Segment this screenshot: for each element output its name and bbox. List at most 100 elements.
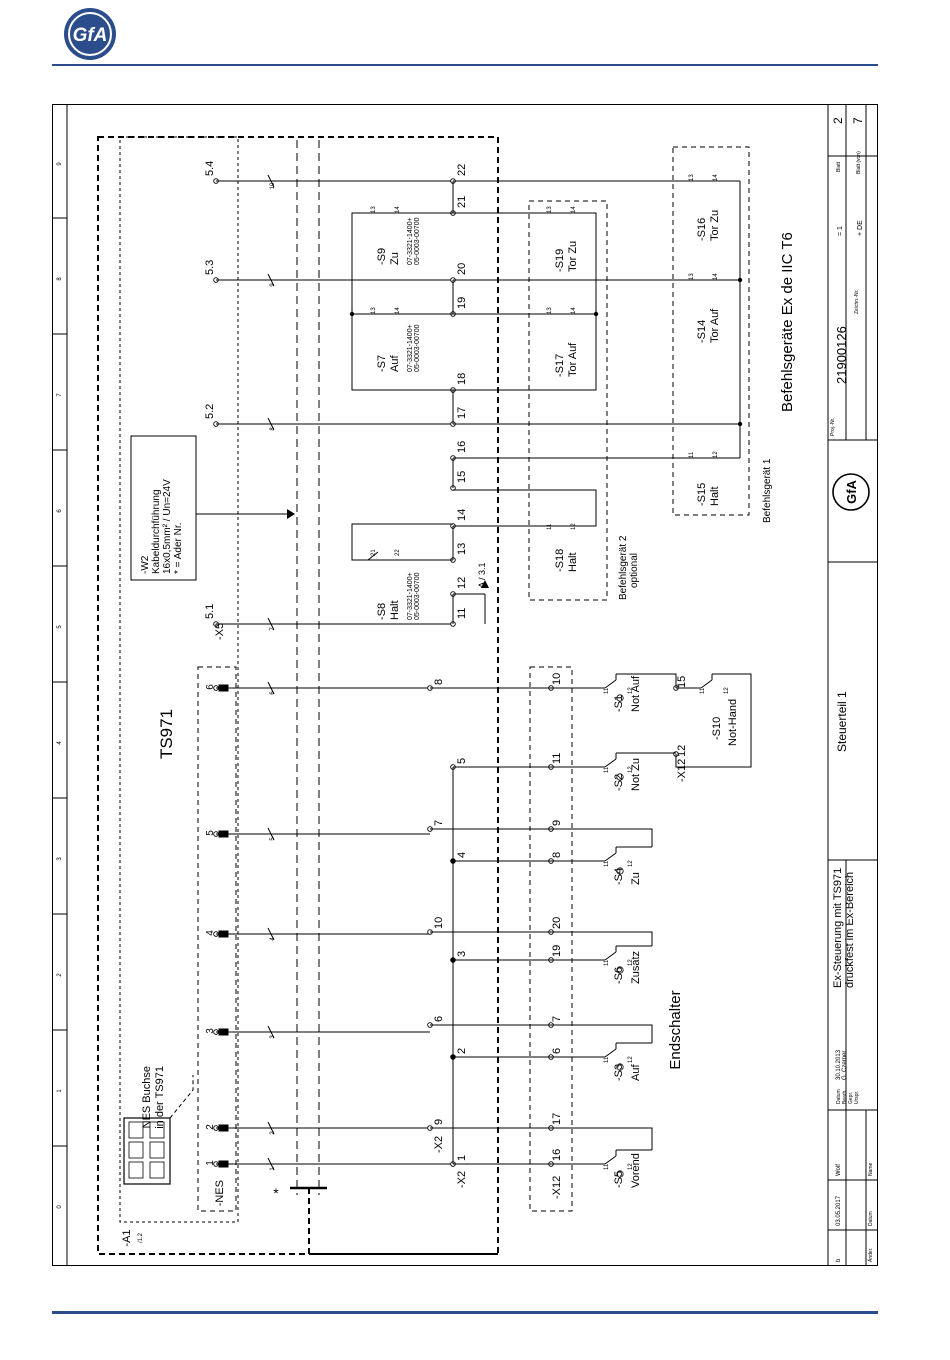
nes-pin-number: 6: [205, 684, 216, 690]
limit-switch-tag: -S5: [613, 1171, 625, 1188]
x12-term-label: 10: [551, 673, 563, 685]
contact-number: 12: [628, 766, 634, 773]
wire-number: 5: [270, 837, 276, 841]
roller-icon: [616, 1170, 624, 1178]
ex-button-tag: -S8: [376, 603, 388, 620]
grid-index: 6: [57, 509, 63, 513]
x2-term-label: 10: [433, 917, 445, 929]
x2-term-label: 15: [456, 471, 468, 483]
frame-befehl1: [672, 146, 750, 516]
roller-icon: [616, 773, 624, 781]
x2-term-label: 20: [456, 263, 468, 275]
nes-tag: -NES: [214, 1180, 226, 1206]
cable-label: Kabeldurchführung: [151, 489, 162, 574]
wire-number: 10: [270, 182, 276, 189]
ex-button-name: Halt: [709, 486, 721, 506]
contact-number: 13: [371, 206, 377, 213]
endschalter-title: Endschalter: [667, 990, 684, 1069]
x12-tag: -X12: [676, 759, 688, 782]
name-label: Name: [868, 1162, 874, 1176]
proj-label: Proj.-Nr.: [830, 418, 836, 436]
nes-socket-pin-icon: [149, 1141, 165, 1159]
wire-number: 6: [270, 691, 276, 695]
nes-socket-label: NES Buchse: [141, 1066, 153, 1128]
controller-title: TS971: [157, 709, 176, 759]
wire-number: 2: [270, 1131, 276, 1135]
ex-button-name: Auf: [389, 355, 401, 372]
svg-text:GfA: GfA: [73, 25, 108, 46]
contact-number: 12: [713, 451, 719, 458]
frame-befehl2: [528, 200, 608, 601]
befehl2-label: Befehlsgerät 2: [618, 535, 629, 600]
cable-label: -W2: [140, 555, 151, 574]
contact-number: 11: [604, 860, 610, 867]
grid-index: 9: [57, 162, 63, 166]
gfa-logo-ring: [832, 473, 870, 511]
sheets-number: 7: [851, 117, 865, 124]
x12-term-label: 16: [551, 1149, 563, 1161]
wire-number: 7: [270, 627, 276, 631]
x2-term-label: 6: [433, 1016, 445, 1022]
cable-label: * = Ader Nr.: [173, 523, 184, 574]
limit-switch-name: Vorend: [630, 1153, 642, 1188]
nes-pin-number: 4: [205, 930, 216, 936]
contact-number: 12: [571, 523, 577, 530]
limit-switch-name: Not Zu: [630, 758, 642, 791]
contact-number: 14: [395, 206, 401, 213]
contact-number: 12: [628, 1163, 634, 1170]
a1-ref: /1.2: [138, 1232, 144, 1243]
x2-term-label: 3: [456, 951, 468, 957]
contact-number: 12: [628, 1056, 634, 1063]
nes-socket-pin-icon: [128, 1121, 144, 1139]
limit-switch-name: Auf: [630, 1064, 642, 1081]
wire-number-tick: [267, 273, 275, 287]
x2-term-label: 13: [456, 543, 468, 555]
junction-dot: [737, 421, 743, 427]
asterisk: *: [273, 1185, 279, 1201]
contact-number: 12: [628, 860, 634, 867]
wire-number-tick: [267, 617, 275, 631]
x2-term-label: 7: [433, 820, 445, 826]
ex-button-name: Tor Auf: [709, 308, 721, 343]
befehl1-label: Befehlsgerät 1: [762, 458, 773, 523]
frame-line: [308, 1188, 498, 1255]
gfa-logo-text: GfA: [844, 479, 859, 503]
ls-contact: [604, 758, 617, 768]
wire-number: 3: [270, 1035, 276, 1039]
contact-number: 13: [547, 206, 553, 213]
grid-index: 3: [57, 857, 63, 861]
ls-wire: [675, 673, 752, 768]
x12-term-label: 8: [551, 852, 563, 858]
limit-switch-name: Not-Hand: [727, 699, 739, 746]
wire-number-tick: [267, 417, 275, 431]
x2-term-label: 2: [456, 1048, 468, 1054]
contact-number: 21: [371, 549, 377, 556]
x2-term-label: 12: [456, 577, 468, 589]
cable-arrow-head: [287, 509, 295, 519]
change-name: Wolf: [836, 1164, 842, 1176]
ls-return: [551, 1127, 653, 1150]
ls-contact: [604, 852, 617, 862]
x12-term-label: 6: [551, 1048, 563, 1054]
x2-tag: -X2: [456, 1171, 468, 1188]
x2-term-label: 21: [456, 196, 468, 208]
ex-contact: [367, 551, 379, 561]
x12-term-label: 19: [551, 945, 563, 957]
x5-term-label: 5.3: [204, 260, 216, 275]
ex-wire: [351, 523, 453, 561]
x2-term-label: 14: [456, 509, 468, 521]
grid-index: 8: [57, 277, 63, 281]
grid-index: 7: [57, 393, 63, 397]
title-line-2: druckfest im Ex-Bereich: [844, 872, 856, 988]
contact-number: 14: [571, 307, 577, 314]
sheet-label: Blatt: [836, 161, 842, 172]
contact-number: 22: [395, 549, 401, 556]
ls-contact: [604, 951, 617, 961]
contact-number: 11: [604, 1163, 610, 1170]
wire-number-tick: [267, 681, 275, 695]
x2-term-label: 17: [456, 407, 468, 419]
contact-number: 11: [547, 523, 553, 530]
limit-switch-tag: -S3: [613, 1064, 625, 1081]
x12-term-label: 11: [551, 753, 563, 764]
